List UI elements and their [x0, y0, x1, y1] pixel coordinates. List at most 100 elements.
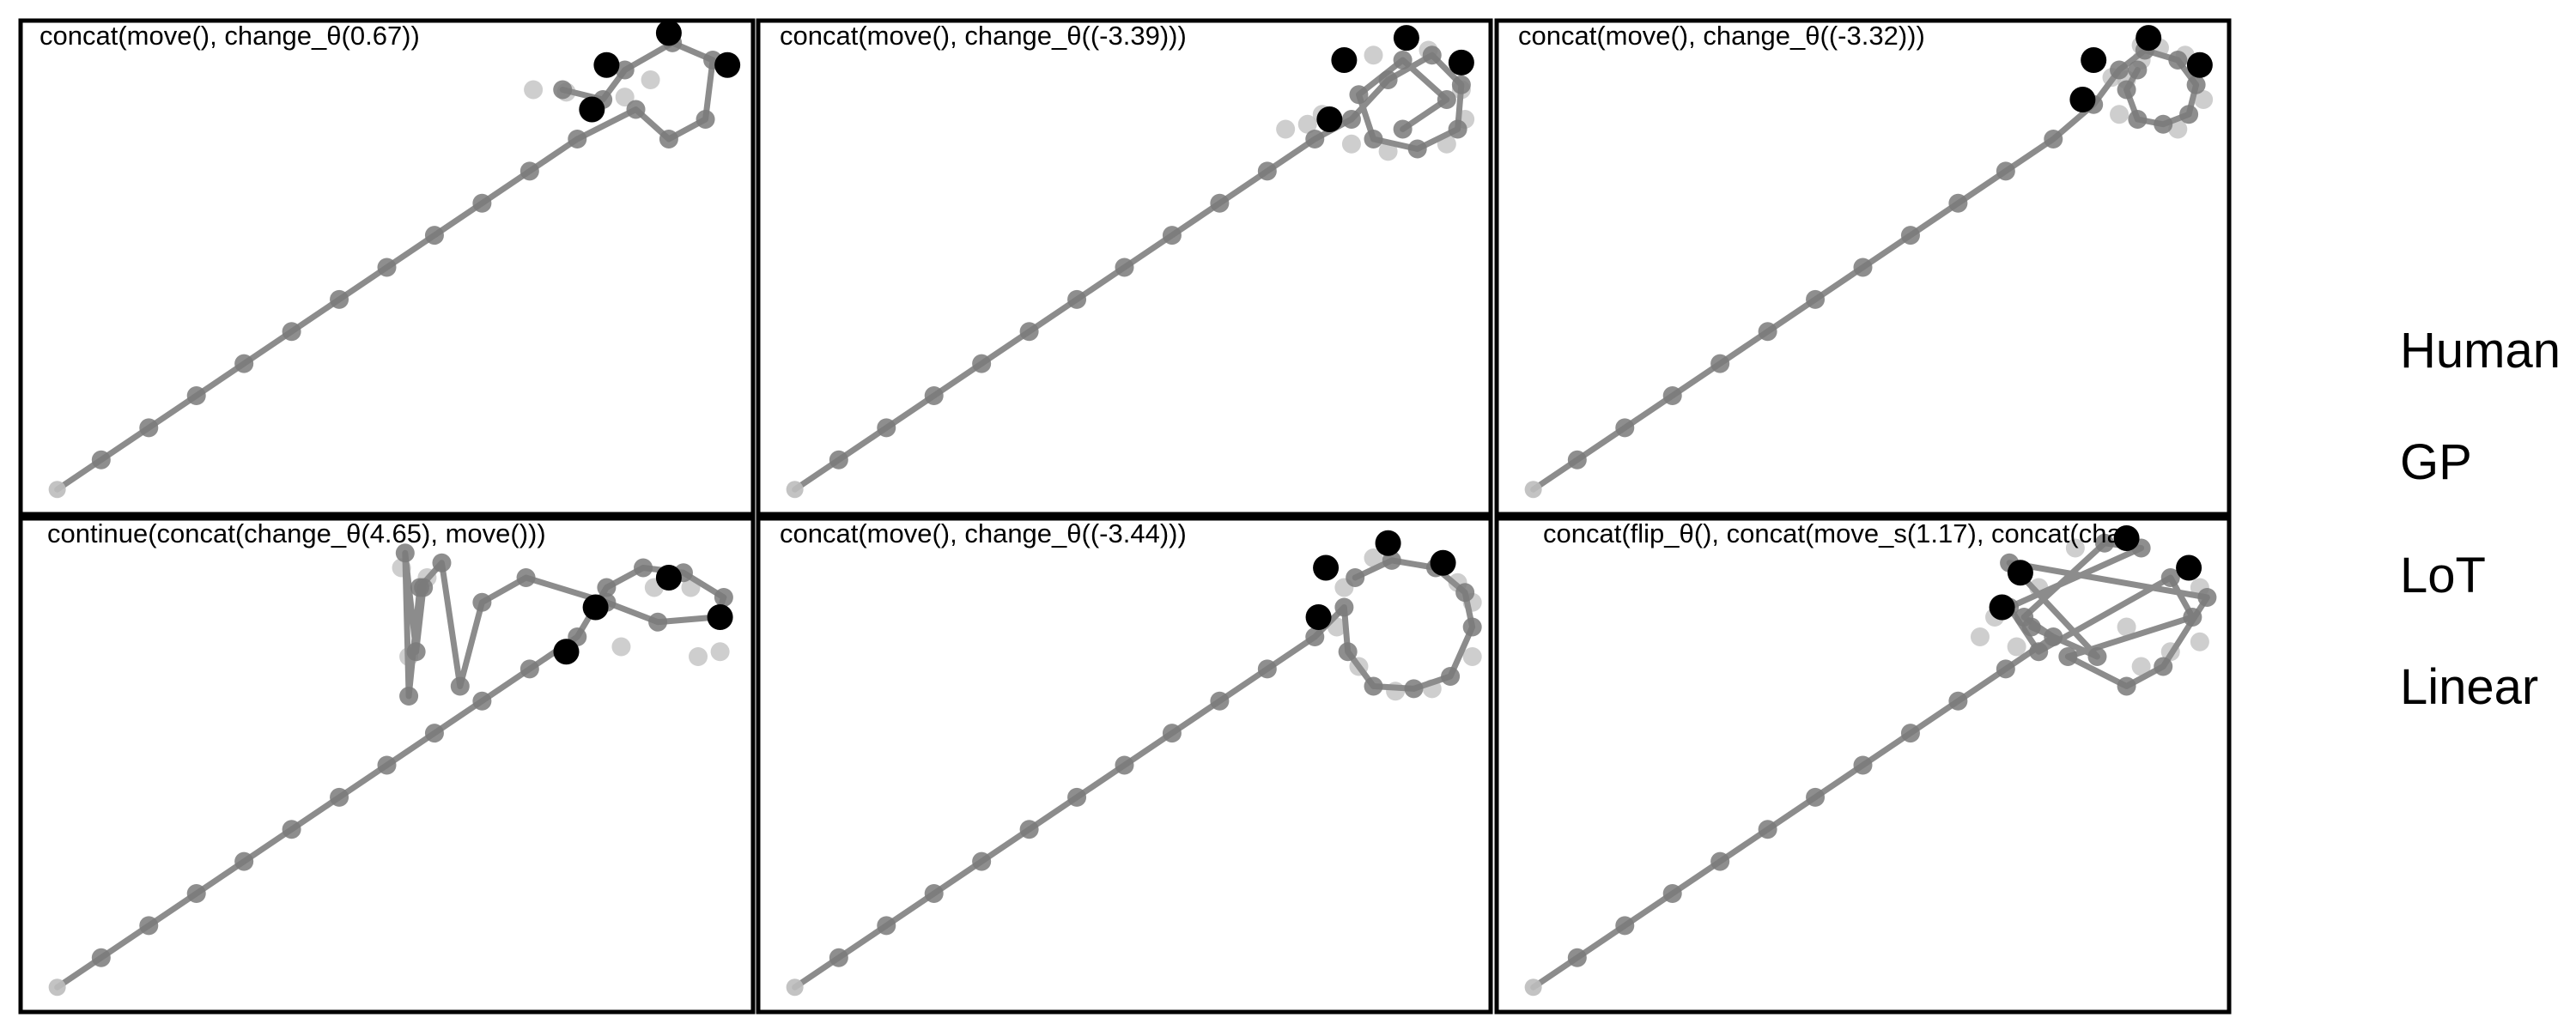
trajectory-point: [330, 289, 349, 309]
panel-plot-4: [48, 543, 733, 997]
panel-caption-3: concat(move(), change_θ((-3.32))): [1518, 21, 1925, 51]
panel-caption-6: concat(flip_θ(), concat(move_s(1.17), co…: [1543, 518, 2136, 548]
trajectory-point: [1346, 568, 1365, 587]
trajectory-point: [1948, 691, 1968, 711]
faded-point: [1462, 647, 1482, 666]
observed-point: [1316, 106, 1343, 132]
faded-point: [2065, 538, 2085, 558]
faded-point: [2194, 90, 2214, 109]
trajectory-point: [2128, 110, 2148, 129]
trajectory-point: [2160, 568, 2180, 587]
trajectory-point: [1758, 322, 1777, 342]
faded-point: [2168, 119, 2188, 139]
trajectory-point: [139, 916, 159, 936]
trajectory-point: [972, 354, 992, 373]
trajectory-start-point: [48, 978, 66, 997]
trajectory-point: [1567, 948, 1587, 967]
trajectory-point: [1437, 90, 1456, 109]
faded-point: [524, 80, 544, 100]
observed-point: [1313, 554, 1340, 581]
trajectory-point: [519, 659, 539, 679]
trajectory-point: [924, 386, 944, 405]
trajectory-point: [2197, 588, 2217, 607]
trajectory-point: [1407, 139, 1427, 159]
trajectory-point: [924, 884, 944, 903]
trajectory-point: [282, 820, 301, 839]
observed-point: [707, 604, 733, 630]
trajectory-point: [1349, 85, 1369, 105]
trajectory-point: [1806, 289, 1826, 309]
trajectory-point: [972, 851, 992, 871]
panel-plot-2: [786, 25, 1475, 499]
observed-point: [2007, 560, 2033, 586]
trajectory-point: [2179, 105, 2199, 124]
observed-point: [714, 52, 741, 78]
trajectory-line: [792, 557, 1476, 991]
panel-caption-1: concat(move(), change_θ(0.67)): [39, 21, 420, 51]
trajectory-point: [1441, 667, 1461, 686]
trajectory-point: [330, 787, 349, 807]
faded-point: [1364, 45, 1383, 65]
trajectory-point: [450, 676, 470, 696]
trajectory-point: [1615, 916, 1635, 936]
trajectory-point: [186, 386, 206, 405]
trajectory-point: [1710, 851, 1730, 871]
trajectory-point: [1067, 289, 1087, 309]
trajectory-point: [1364, 676, 1383, 696]
faded-point: [1276, 119, 1296, 139]
trajectory-point: [139, 418, 159, 438]
trajectory-point: [1305, 627, 1325, 646]
faded-point: [1378, 142, 1398, 161]
trajectory-point: [634, 558, 653, 578]
trajectory-point: [1378, 70, 1398, 89]
trajectory-point: [2021, 617, 2041, 637]
trajectory-point: [1067, 787, 1087, 807]
trajectory-point: [829, 948, 848, 967]
trajectory-point: [1996, 161, 2015, 181]
trajectory-point: [406, 642, 426, 662]
trajectory-point: [2154, 657, 2173, 676]
faded-point: [2190, 632, 2209, 651]
trajectory-point: [648, 612, 668, 632]
trajectory-point: [1334, 597, 1354, 617]
observed-point: [655, 20, 682, 46]
trajectory-point: [2087, 647, 2107, 666]
trajectory-point: [472, 592, 492, 612]
trajectory-point: [1210, 193, 1230, 213]
trajectory-point: [2183, 608, 2202, 627]
observed-point: [1448, 49, 1474, 76]
trajectory-point: [1996, 659, 2015, 679]
faded-point: [611, 637, 631, 657]
trajectory-start-point: [786, 978, 804, 997]
trajectory-point: [282, 322, 301, 342]
trajectory-start-point: [786, 481, 804, 499]
trajectory-start-point: [1524, 481, 1542, 499]
trajectory-point: [1115, 258, 1134, 277]
trajectory-point: [91, 948, 111, 967]
observed-point: [2069, 87, 2096, 112]
trajectory-point: [2117, 676, 2136, 696]
trajectory-point: [1615, 418, 1635, 438]
panel-plot-1: [48, 20, 741, 499]
observed-point: [2176, 554, 2202, 581]
faded-point: [1341, 134, 1361, 154]
legend-label-lot: LoT: [2400, 548, 2486, 603]
trajectory-point: [414, 578, 434, 597]
trajectory-point: [1662, 884, 1682, 903]
trajectory-point: [1393, 51, 1413, 70]
observed-point: [2186, 52, 2213, 78]
observed-point: [553, 639, 580, 665]
trajectory-point: [424, 724, 444, 743]
trajectory-point: [696, 110, 715, 129]
trajectory-point: [91, 450, 111, 470]
panel-caption-2: concat(move(), change_θ((-3.39))): [780, 21, 1187, 51]
trajectory-start-point: [1524, 978, 1542, 997]
trajectory-point: [1364, 130, 1383, 148]
trajectory-point: [2128, 60, 2148, 80]
trajectory-point: [1393, 119, 1413, 139]
trajectory-point: [2168, 51, 2188, 70]
trajectory-point: [2186, 75, 2206, 94]
trajectory-point: [1257, 161, 1277, 181]
trajectory-point: [1404, 679, 1424, 699]
trajectory-point: [399, 687, 419, 706]
